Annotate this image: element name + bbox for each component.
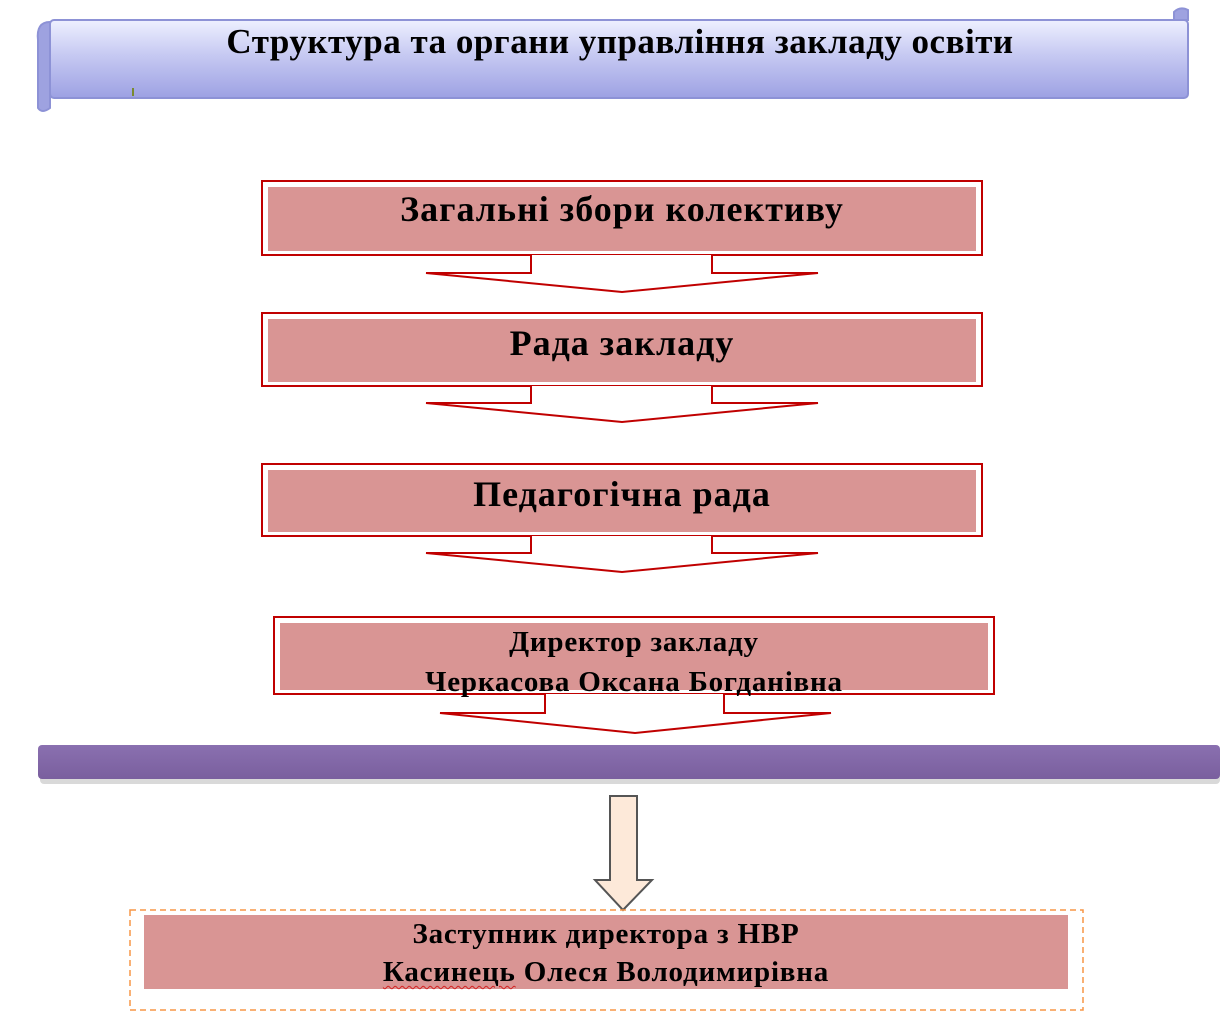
block-arrow-down-icon — [425, 386, 819, 424]
block-arrow-down-icon — [425, 255, 819, 294]
node-pedagogical-council — [261, 463, 983, 537]
title-banner — [36, 7, 1189, 112]
scroll-left-curl-icon — [36, 20, 51, 112]
node-pedagogical-council-label: Педагогічна рада — [473, 474, 771, 514]
node-deputy — [129, 909, 1084, 1011]
node-deputy-label: Заступник директора з НВР Касинець Олеся… — [144, 915, 1068, 991]
block-arrow-down-icon — [439, 694, 832, 735]
deputy-name: Касинець Олеся Володимирівна — [144, 953, 1068, 991]
node-general-meeting — [261, 180, 983, 256]
deputy-surname: Касинець — [382, 956, 516, 988]
down-arrow-icon — [592, 795, 655, 912]
diagram-title: Структура та органи управління закладу о… — [226, 22, 1014, 61]
block-arrow-down-icon — [425, 536, 819, 574]
director-name: Черкасова Оксана Богданівна — [425, 666, 843, 698]
divider-bar — [38, 745, 1220, 784]
node-council-label: Рада закладу — [509, 323, 735, 363]
node-council — [261, 312, 983, 387]
node-director-label: Директор закладу Черкасова Оксана Богдан… — [274, 622, 994, 702]
scroll-right-curl-icon — [1173, 7, 1189, 21]
deputy-title: Заступник директора з НВР — [412, 918, 800, 950]
director-title: Директор закладу — [509, 626, 759, 658]
node-director — [273, 616, 995, 695]
deputy-name-rest: Олеся Володимирівна — [515, 956, 830, 988]
node-general-meeting-label: Загальні збори колективу — [400, 189, 844, 229]
